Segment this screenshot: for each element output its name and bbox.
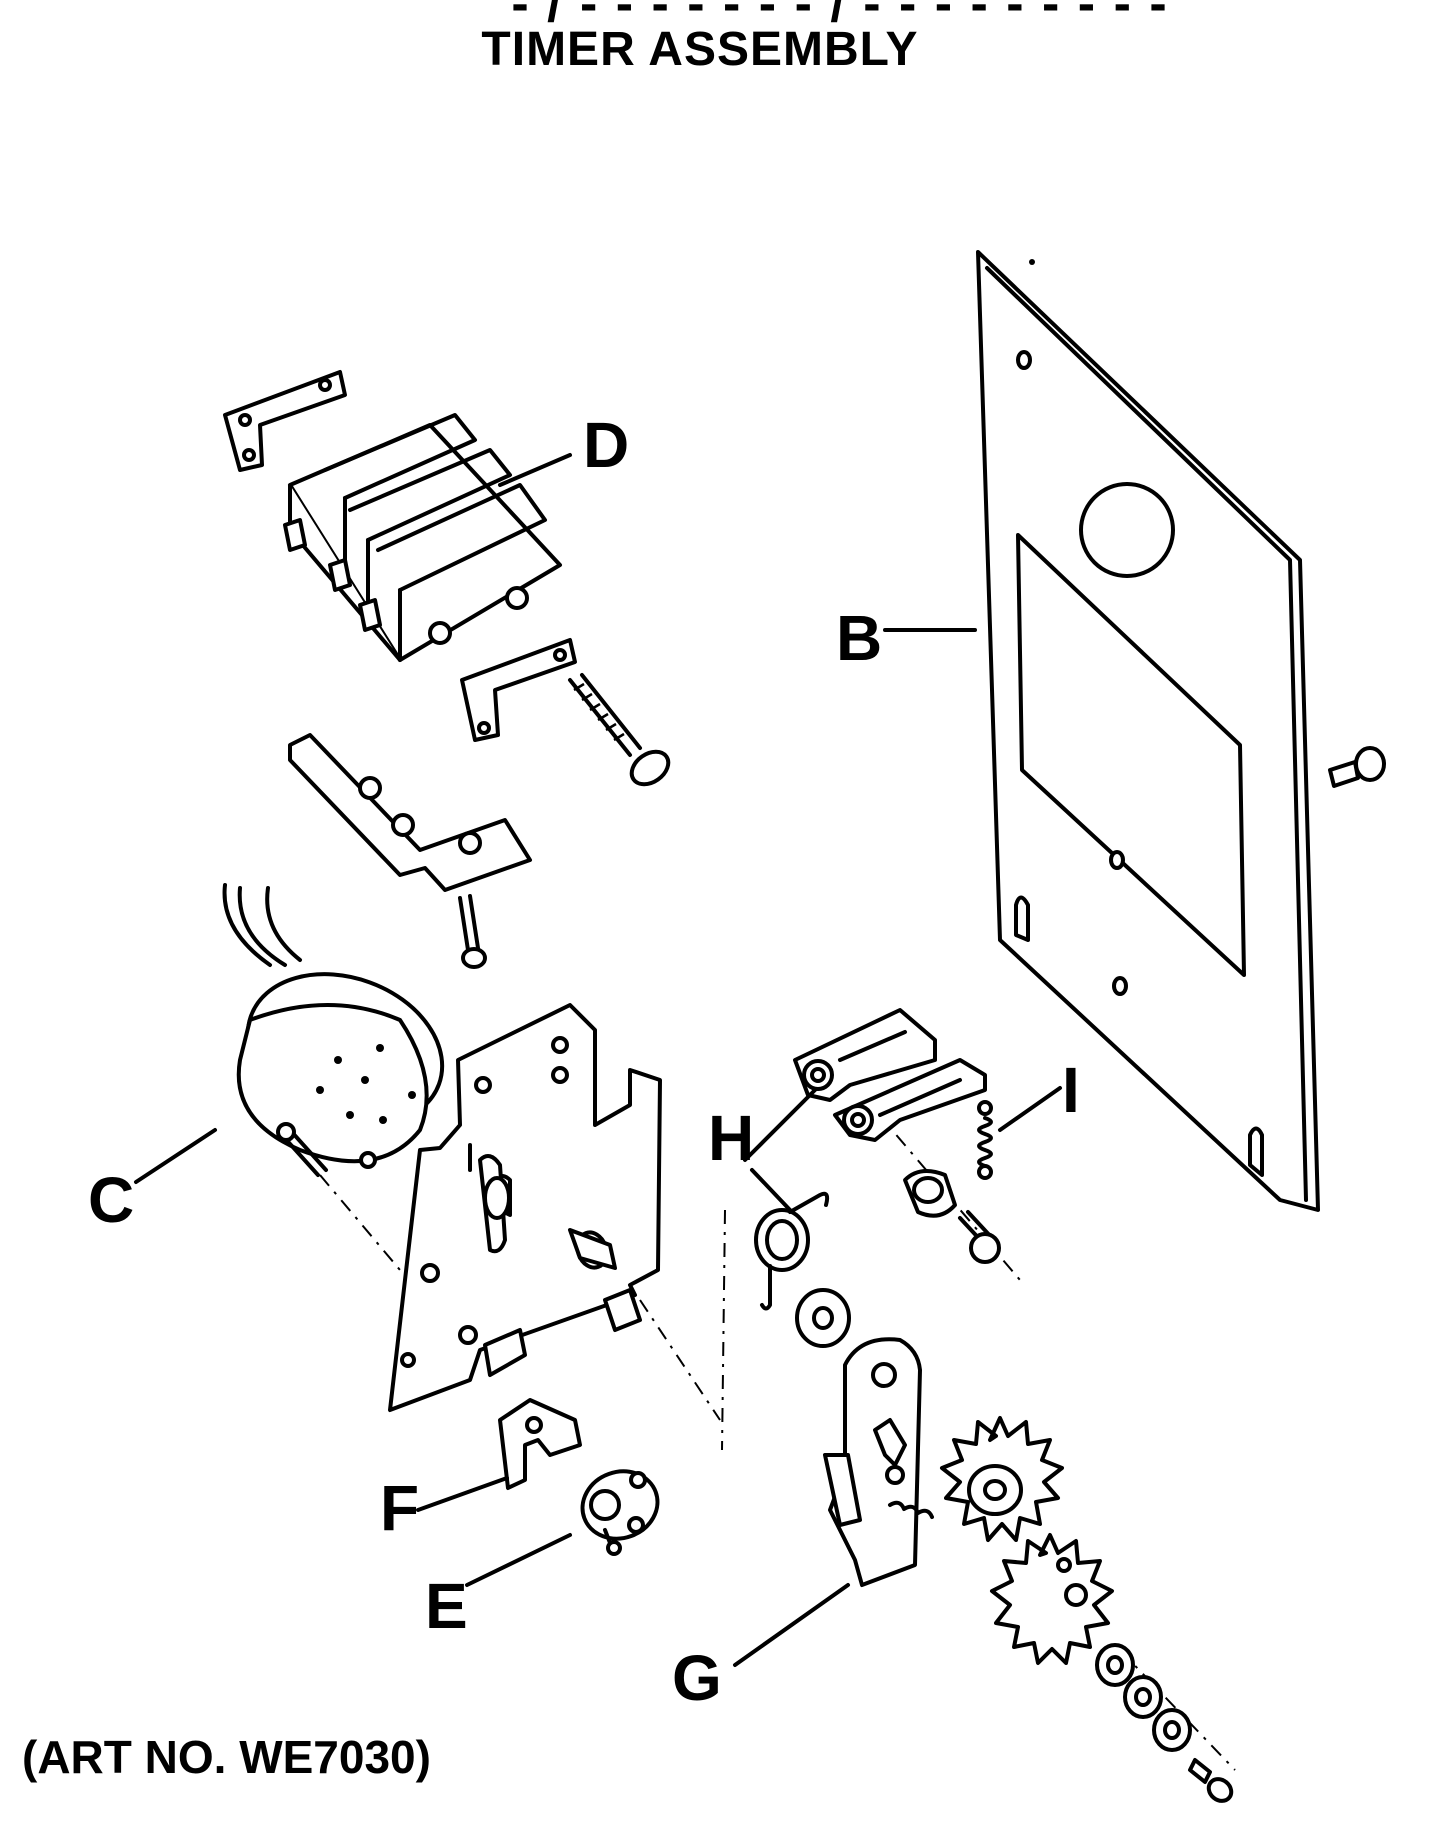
screw-bottom	[1188, 1758, 1234, 1803]
switch-mounting-bracket	[288, 733, 532, 892]
part-c-timer-motor	[222, 883, 445, 1177]
bracket-bottom	[460, 638, 577, 742]
bushing-and-screw	[903, 1169, 1001, 1264]
callout-labels: D B C H I F E G	[88, 409, 1080, 1714]
ratchet-wheel-1	[940, 1416, 1064, 1542]
part-d-switch-bank	[283, 413, 562, 662]
part-f-clip	[498, 1398, 582, 1490]
callout-d: D	[583, 409, 629, 481]
callout-b: B	[836, 602, 882, 674]
washer-stack	[1095, 1643, 1192, 1752]
callout-e: E	[425, 1570, 468, 1642]
part-i-levers	[793, 1008, 993, 1180]
callout-c: C	[88, 1164, 134, 1236]
part-g-pawl-bracket	[823, 1337, 934, 1587]
screw-right	[1328, 746, 1386, 788]
small-screw-center	[458, 894, 487, 969]
page-title: TIMER ASSEMBLY	[481, 23, 919, 76]
part-e-cam	[580, 1469, 660, 1556]
callout-i: I	[1062, 1054, 1080, 1126]
callout-f: F	[380, 1472, 419, 1544]
callout-h: H	[708, 1102, 754, 1174]
art-number: (ART NO. WE7030)	[22, 1731, 431, 1783]
ratchet-wheel-2	[990, 1533, 1114, 1665]
timer-frame	[388, 1003, 662, 1412]
part-h-spring	[754, 1191, 830, 1311]
long-screw	[568, 673, 671, 787]
washer-h	[795, 1288, 851, 1348]
leader-lines	[134, 453, 1062, 1667]
part-b-mounting-plate	[976, 250, 1320, 1212]
model-number-line: - / - - - - - - - / - - - - - - - - -	[511, 0, 1169, 33]
callout-g: G	[672, 1642, 722, 1714]
bracket-top-left	[223, 370, 347, 472]
